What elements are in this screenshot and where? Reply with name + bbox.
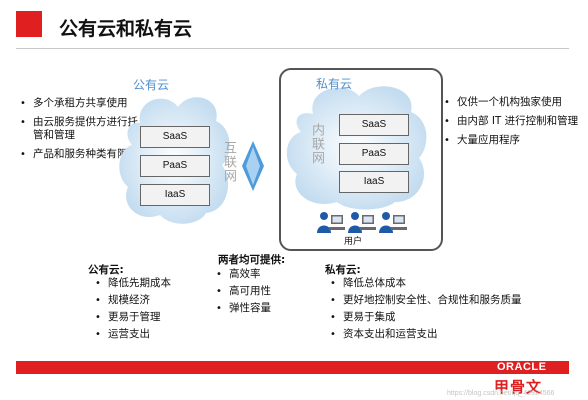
- list-item: •规模经济: [95, 294, 150, 306]
- title-accent-square: [16, 11, 42, 37]
- bullet-dot-icon: •: [216, 269, 222, 280]
- bullet-dot-icon: •: [444, 116, 450, 127]
- shared-benefits-title: 两者均可提供:: [218, 254, 286, 266]
- public-benefits-title: 公有云:: [88, 264, 124, 276]
- list-item: •更易于集成: [330, 311, 396, 323]
- public-saas-box: SaaS: [140, 126, 210, 148]
- double-arrow-icon: [242, 141, 264, 191]
- list-item: •降低先期成本: [95, 277, 171, 289]
- bullet-dot-icon: •: [20, 117, 26, 128]
- list-item: •多个承租方共享使用: [20, 97, 128, 109]
- list-item: •大量应用程序: [444, 134, 520, 146]
- bullet-dot-icon: •: [444, 97, 450, 108]
- footer-bar: [16, 361, 569, 374]
- private-cloud-features: •仅供一个机构独家使用 •由内部 IT 进行控制和管理 •大量应用程序: [444, 96, 579, 153]
- private-iaas-box: IaaS: [339, 171, 409, 193]
- private-cloud-frame: [279, 68, 443, 251]
- public-cloud-features: •多个承租方共享使用 •由云服务提供方进行托管和管理 •产品和服务种类有限: [20, 97, 138, 167]
- bullet-dot-icon: •: [95, 312, 101, 323]
- bullet-dot-icon: •: [330, 295, 336, 306]
- bullet-dot-icon: •: [95, 329, 101, 340]
- private-benefits-list: •降低总体成本 •更好地控制安全性、合规性和服务质量 •更易于集成 •资本支出和…: [330, 277, 568, 345]
- list-item: •降低总体成本: [330, 277, 406, 289]
- oracle-chinese-logo: 甲骨文: [494, 378, 543, 396]
- bullet-dot-icon: •: [444, 135, 450, 146]
- title-divider: [16, 48, 569, 49]
- list-item: •高可用性: [216, 285, 271, 297]
- list-item: •弹性容量: [216, 302, 271, 314]
- bullet-dot-icon: •: [330, 312, 336, 323]
- private-paas-box: PaaS: [339, 143, 409, 165]
- list-item: •高效率: [216, 268, 261, 280]
- shared-benefits-list: •高效率 •高可用性 •弹性容量: [216, 268, 271, 319]
- page-title: 公有云和私有云: [59, 18, 193, 40]
- users-label: 用户: [344, 237, 363, 247]
- bullet-dot-icon: •: [95, 278, 101, 289]
- list-item: •运营支出: [95, 328, 150, 340]
- list-item: •产品和服务种类有限: [20, 148, 128, 160]
- public-benefits-list: •降低先期成本 •规模经济 •更易于管理 •运营支出: [95, 277, 171, 345]
- list-item: •更好地控制安全性、合规性和服务质量: [330, 294, 522, 306]
- bullet-dot-icon: •: [330, 329, 336, 340]
- private-cloud-label: 私有云: [316, 77, 353, 91]
- bullet-dot-icon: •: [95, 295, 101, 306]
- list-item: •仅供一个机构独家使用: [444, 96, 562, 108]
- bullet-dot-icon: •: [330, 278, 336, 289]
- user-computers-icon: [317, 212, 407, 233]
- public-paas-box: PaaS: [140, 155, 210, 177]
- bullet-dot-icon: •: [20, 149, 26, 160]
- list-item: •更易于管理: [95, 311, 161, 323]
- bullet-dot-icon: •: [216, 286, 222, 297]
- list-item: •资本支出和运营支出: [330, 328, 438, 340]
- public-cloud-label: 公有云: [133, 78, 170, 92]
- list-item: •由云服务提供方进行托管和管理: [20, 116, 138, 141]
- watermark: https://blog.csdn.net/qq_42924566: [447, 390, 555, 397]
- list-item: •由内部 IT 进行控制和管理: [444, 115, 579, 127]
- bullet-dot-icon: •: [216, 303, 222, 314]
- intranet-label: 内联网: [309, 123, 324, 165]
- internet-label: 互联网: [221, 141, 236, 183]
- bullet-dot-icon: •: [20, 98, 26, 109]
- public-iaas-box: IaaS: [140, 184, 210, 206]
- oracle-logo: ORACLE: [497, 361, 547, 373]
- private-saas-box: SaaS: [339, 114, 409, 136]
- private-benefits-title: 私有云:: [325, 264, 361, 276]
